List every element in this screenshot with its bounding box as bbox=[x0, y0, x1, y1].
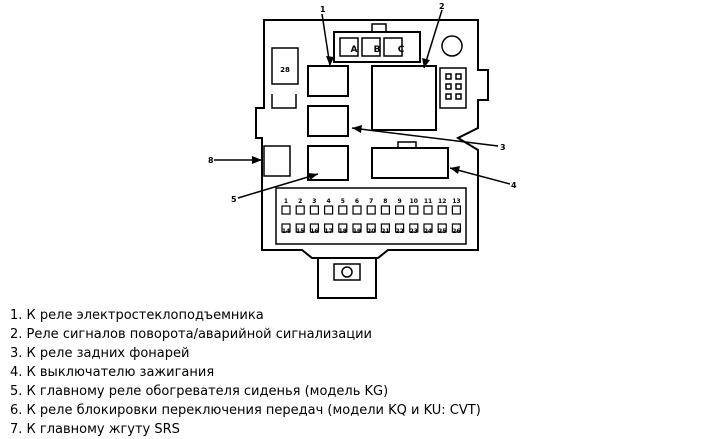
fuse-slot bbox=[352, 205, 362, 215]
fuse-slot bbox=[309, 223, 319, 233]
fuse-slot bbox=[437, 223, 447, 233]
top-connector: A B C bbox=[333, 23, 421, 63]
legend-item: 6. К реле блокировки переключения переда… bbox=[10, 403, 481, 418]
callout-3: 3 bbox=[500, 143, 506, 152]
legend-item: 4. К выключателю зажигания bbox=[10, 365, 215, 380]
mounting-hole-top bbox=[441, 35, 463, 57]
bottom-connector bbox=[317, 257, 377, 299]
small-bracket bbox=[271, 94, 297, 109]
fuse-number: 11 bbox=[424, 198, 432, 205]
fuse-slot bbox=[309, 205, 319, 215]
fuse-slot bbox=[338, 205, 348, 215]
fuse-slot bbox=[380, 223, 390, 233]
relay-socket-3 bbox=[307, 105, 349, 137]
fuse-slot bbox=[281, 223, 291, 233]
ignition-connector bbox=[371, 147, 449, 179]
fuse-number: 1 bbox=[284, 198, 288, 205]
fuse-number: 12 bbox=[438, 198, 446, 205]
fuse-slot bbox=[324, 223, 334, 233]
fuse-slot bbox=[380, 205, 390, 215]
fuse-number: 2 bbox=[298, 198, 302, 205]
callout-8: 8 bbox=[208, 156, 214, 165]
fuse-number: 13 bbox=[452, 198, 460, 205]
fuse-slot bbox=[366, 205, 376, 215]
fuse-slot bbox=[281, 205, 291, 215]
callout-arrowheads bbox=[252, 56, 460, 180]
fuse-slot bbox=[409, 205, 419, 215]
callout-leaders bbox=[214, 9, 511, 199]
relay-socket-1 bbox=[307, 65, 349, 97]
fuse-number: 4 bbox=[327, 198, 331, 205]
callout-1: 1 bbox=[320, 5, 326, 14]
relay-socket-5 bbox=[307, 145, 349, 181]
legend-item: 7. К главному жгуту SRS bbox=[10, 422, 180, 437]
fuse-slot bbox=[423, 205, 433, 215]
fuse-number: 7 bbox=[369, 198, 373, 205]
fuse-slot bbox=[395, 223, 405, 233]
left-side-connector bbox=[263, 145, 291, 177]
fuse-slot bbox=[451, 223, 461, 233]
legend-list: 1. К реле электростеклоподъемника 2. Рел… bbox=[10, 306, 481, 439]
fuse-number: 9 bbox=[398, 198, 402, 205]
fuse-number: 10 bbox=[410, 198, 418, 205]
legend-item: 1. К реле электростеклоподъемника bbox=[10, 308, 264, 323]
fuse-number: 3 bbox=[312, 198, 316, 205]
callout-2: 2 bbox=[439, 2, 445, 11]
fuse-slot bbox=[451, 205, 461, 215]
fuse-slot bbox=[423, 223, 433, 233]
fuse-slot bbox=[409, 223, 419, 233]
fuse-slot bbox=[437, 205, 447, 215]
fuse-number: 8 bbox=[383, 198, 387, 205]
callout-4: 4 bbox=[511, 181, 517, 190]
fuse-slot bbox=[395, 205, 405, 215]
fuse-slot bbox=[366, 223, 376, 233]
fuse-slot bbox=[295, 223, 305, 233]
fuse-box-outline bbox=[255, 19, 489, 259]
connector-label-a: A bbox=[351, 45, 358, 55]
fuse-slot bbox=[324, 205, 334, 215]
fuse-slot bbox=[295, 205, 305, 215]
upper-fuse-block bbox=[271, 47, 299, 85]
right-connector bbox=[439, 67, 467, 109]
fuse-number: 5 bbox=[341, 198, 345, 205]
connector-label-b: B bbox=[374, 45, 381, 55]
turn-signal-relay bbox=[371, 65, 437, 131]
upper-fuse-label: 28 bbox=[280, 66, 290, 74]
callout-5: 5 bbox=[231, 195, 237, 204]
fuse-number: 6 bbox=[355, 198, 359, 205]
legend-item: 5. К главному реле обогревателя сиденья … bbox=[10, 384, 389, 399]
fuse-slot bbox=[352, 223, 362, 233]
legend-item: 3. К реле задних фонарей bbox=[10, 346, 190, 361]
legend-item: 2. Реле сигналов поворота/аварийной сигн… bbox=[10, 327, 373, 342]
connector-label-c: C bbox=[398, 45, 405, 55]
fuse-slot bbox=[338, 223, 348, 233]
